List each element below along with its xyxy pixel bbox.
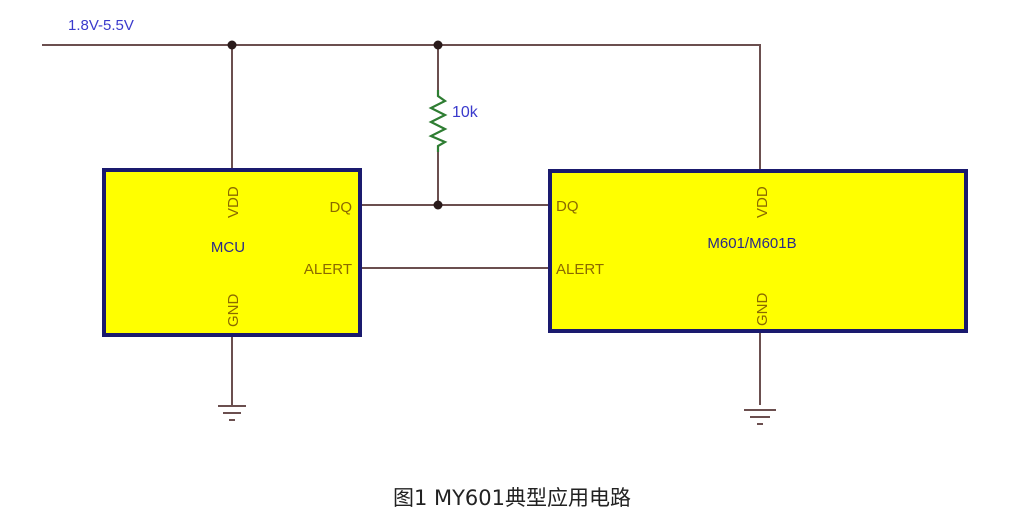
supply-rail	[42, 44, 761, 170]
figure-caption: 图1 MY601典型应用电路	[392, 486, 632, 510]
mcu-name: MCU	[211, 239, 245, 256]
mcu-vdd-pin: VDD	[225, 186, 242, 218]
wires	[42, 44, 761, 405]
sensor-name: M601/M601B	[707, 235, 796, 252]
sensor-gnd-pin: GND	[754, 293, 771, 327]
sensor-dq-pin: DQ	[556, 198, 579, 215]
junction-dot	[433, 200, 443, 210]
sensor-block: VDD GND DQ ALERT M601/M601B	[548, 169, 968, 333]
resistor-icon	[428, 90, 448, 152]
mcu-alert-pin: ALERT	[304, 261, 352, 278]
sensor-vdd-pin: VDD	[754, 186, 771, 218]
mcu-block: VDD GND DQ ALERT MCU	[102, 168, 362, 337]
sensor-alert-pin: ALERT	[556, 261, 604, 278]
mcu-dq-pin: DQ	[330, 199, 353, 216]
ground-icon	[218, 405, 246, 421]
resistor-label: 10k	[452, 104, 479, 121]
ground-icon	[744, 409, 776, 425]
mcu-gnd-pin: GND	[225, 294, 242, 328]
supply-label: 1.8V-5.5V	[68, 17, 134, 34]
junction-dot	[433, 40, 443, 50]
junction-dot	[227, 40, 237, 50]
